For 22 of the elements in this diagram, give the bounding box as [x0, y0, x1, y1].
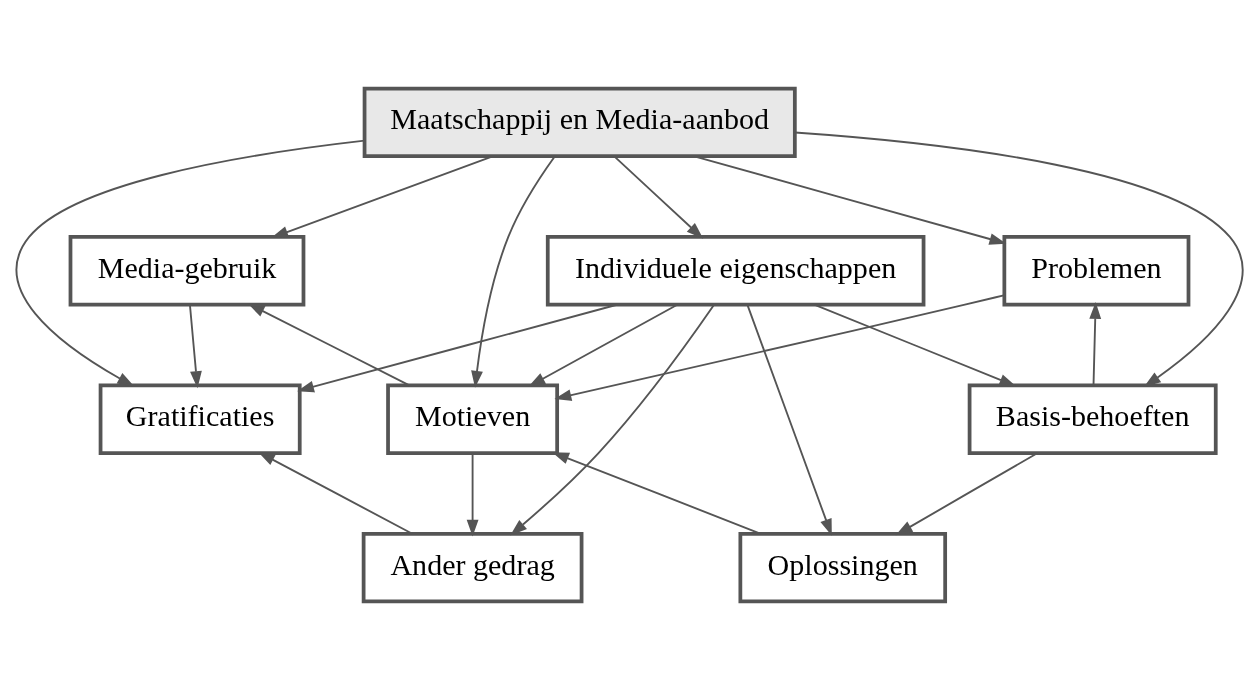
- node-box: Media-gebruik: [68, 234, 306, 306]
- node-box: Motieven: [386, 383, 560, 455]
- node-box: Ander gedrag: [361, 531, 584, 603]
- arrow: [813, 303, 1017, 386]
- arrow: [471, 155, 556, 388]
- arrow: [552, 451, 762, 535]
- arrow: [554, 293, 1005, 401]
- arrow: [189, 303, 202, 388]
- arrow: [746, 303, 832, 536]
- arrow: [794, 131, 1244, 387]
- node-box: Problemen: [1002, 234, 1191, 306]
- node-box: Oplossingen: [738, 531, 948, 603]
- arrow: [510, 303, 715, 535]
- arrow: [15, 139, 366, 386]
- arrow: [247, 303, 411, 386]
- node-box: Gratificaties: [98, 383, 302, 455]
- arrow: [1089, 301, 1102, 386]
- node-box: Maatschappij en Media-aanbod: [362, 86, 797, 158]
- arrow: [528, 303, 679, 387]
- node-box: Basis-behoeften: [967, 383, 1218, 455]
- node-box: Individuele eigenschappen: [545, 234, 926, 306]
- arrow: [297, 303, 618, 392]
